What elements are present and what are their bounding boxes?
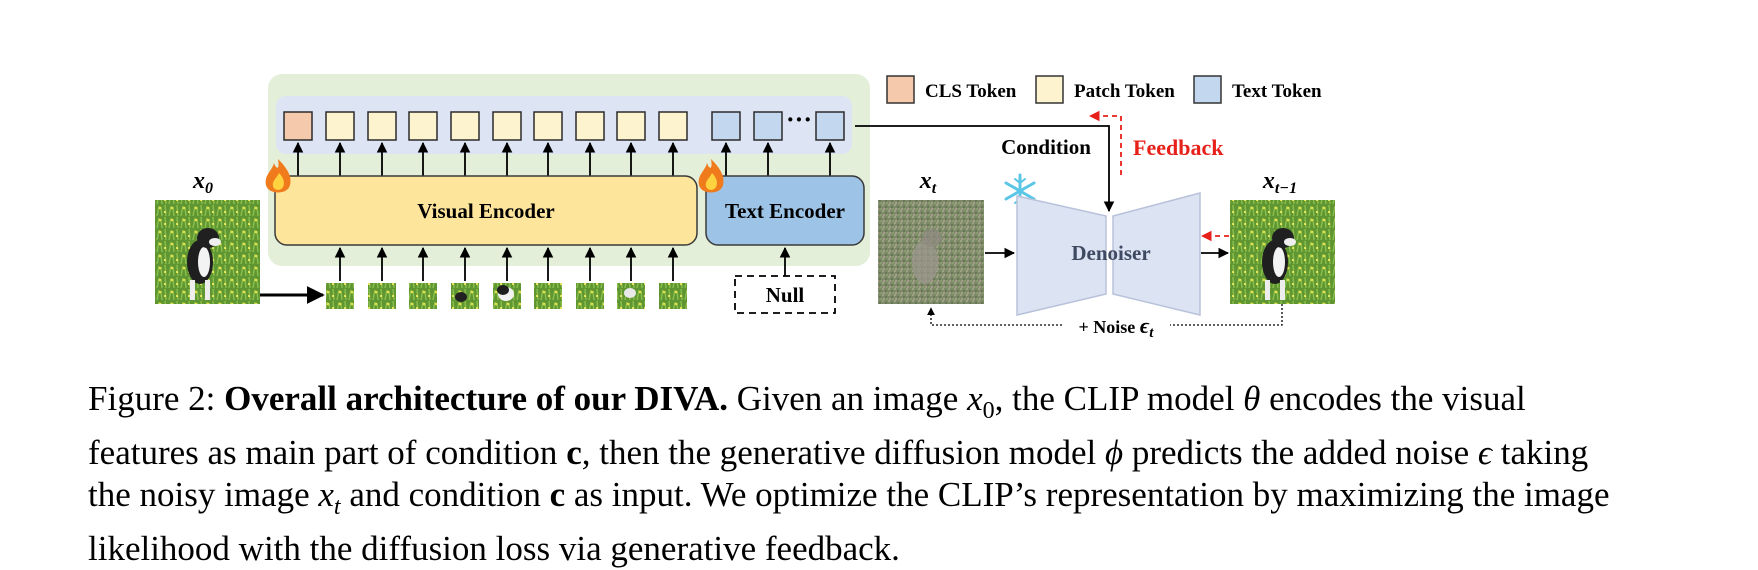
denoiser-label: Denoiser <box>1071 241 1150 265</box>
caption-text: , the CLIP model <box>994 379 1235 418</box>
legend-cls-swatch <box>886 75 915 104</box>
xtm1-label: xt−1 <box>1262 168 1297 197</box>
caption-text: predicts the added noise <box>1131 433 1470 472</box>
patch-token <box>575 111 605 141</box>
fire-icon <box>698 159 724 193</box>
patch-token <box>533 111 563 141</box>
patch-token <box>408 111 438 141</box>
math-c: c <box>566 433 582 472</box>
visual-encoder <box>274 175 698 246</box>
caption-text: taking the noisy image <box>88 433 1589 514</box>
condition-label: Condition <box>1001 135 1091 159</box>
xt-label: xt <box>919 168 937 197</box>
text-encoder-label: Text Encoder <box>725 199 845 223</box>
math-theta: θ <box>1243 379 1261 418</box>
caption-text: encodes the visual features as main part… <box>88 379 1526 472</box>
figure-label: Figure 2: <box>88 379 216 418</box>
noisy-image-xt <box>878 200 984 304</box>
math-phi: ϕ <box>1104 433 1124 472</box>
encoder-to-token-arrows <box>292 141 836 176</box>
null-input <box>734 275 836 314</box>
image-patch <box>368 283 396 309</box>
noise-label: + Noise ϵt <box>1079 313 1155 341</box>
text-token <box>815 111 845 141</box>
figure-caption: Figure 2: Overall architecture of our DI… <box>88 378 1628 570</box>
caption-text: and condition <box>349 475 541 514</box>
patch-token <box>616 111 646 141</box>
x0-label: x0 <box>192 168 213 197</box>
token-row <box>283 111 845 141</box>
legend: CLS Token Patch Token Text Token <box>886 75 1322 104</box>
visual-encoder-label: Visual Encoder <box>417 199 554 223</box>
math-x0: x0 <box>967 379 995 424</box>
image-patches <box>326 283 687 309</box>
cls-token <box>283 111 313 141</box>
legend-text-swatch <box>1193 75 1222 104</box>
patch-token <box>325 111 355 141</box>
token-ellipsis: ··· <box>786 105 812 134</box>
patch-token <box>658 111 688 141</box>
text-token <box>711 111 741 141</box>
output-image-xtm1 <box>1230 200 1335 304</box>
math-c: c <box>549 475 566 514</box>
noise-loop <box>1170 304 1283 326</box>
patch-token <box>450 111 480 141</box>
input-image-x0 <box>155 200 260 304</box>
image-patch <box>534 283 562 309</box>
architecture-diagram: ··· Visual Encoder Text Encoder <box>155 74 1335 341</box>
caption-text: , then the generative diffusion model <box>581 433 1097 472</box>
fire-icon <box>265 159 291 193</box>
patch-token <box>367 111 397 141</box>
legend-cls-label: CLS Token <box>925 81 1017 102</box>
caption-text: as input. We optimize the CLIP’s represe… <box>88 475 1610 568</box>
figure-title: Overall architecture of our DIVA. <box>224 379 728 418</box>
null-label: Null <box>766 283 805 307</box>
image-patch <box>659 283 687 309</box>
patch-to-encoder-arrows <box>334 246 791 281</box>
patch-token <box>492 111 522 141</box>
image-patch <box>409 283 437 309</box>
math-eps: ϵ <box>1477 433 1492 472</box>
legend-patch-label: Patch Token <box>1074 81 1175 102</box>
image-patch <box>576 283 604 309</box>
caption-text: Given an image <box>736 379 959 418</box>
condition-arrow <box>855 125 1115 213</box>
feedback-label: Feedback <box>1133 135 1224 160</box>
math-xt: xt <box>318 475 341 520</box>
text-token <box>753 111 783 141</box>
legend-patch-swatch <box>1035 75 1064 104</box>
denoiser <box>1016 192 1201 316</box>
feedback-arrow <box>1088 110 1122 175</box>
legend-text-label: Text Token <box>1232 81 1322 102</box>
image-patch <box>326 283 354 309</box>
text-encoder <box>705 175 865 246</box>
noise-loop-left <box>927 307 1062 326</box>
